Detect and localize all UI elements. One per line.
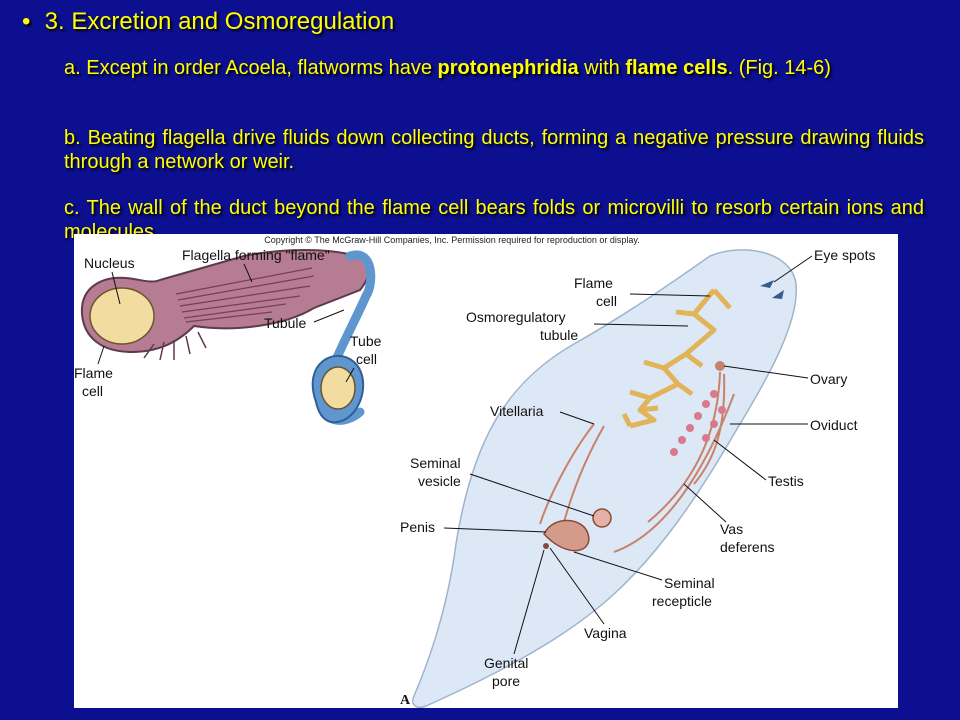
label-tube-cell-line2: cell (356, 351, 377, 367)
label-vagina: Vagina (584, 625, 627, 641)
label-flagella: Flagella forming "flame" (182, 247, 330, 263)
paragraph-a-end: . (Fig. 14-6) (727, 57, 831, 79)
label-worm-flame-cell-line2: cell (596, 293, 617, 309)
bullet-icon: • (22, 8, 31, 35)
leader-tubule (313, 309, 345, 323)
label-worm-flame-cell-line1: Flame (574, 275, 613, 291)
flame-cell-nucleus (89, 287, 155, 345)
leader-ovary (723, 365, 809, 379)
term-protonephridia: protonephridia (437, 57, 579, 79)
flame-cell-diagram: Nucleus Flagella forming "flame" Tubule … (74, 247, 382, 425)
leader-seminal-recepticle (573, 551, 663, 581)
paragraph-b: b. Beating flagella drive fluids down co… (64, 127, 924, 173)
leader-vagina (549, 547, 605, 625)
leader-worm-flame-cell (629, 293, 711, 297)
label-penis: Penis (400, 519, 435, 535)
label-eye-spots: Eye spots (814, 247, 875, 263)
leader-flagella (243, 263, 253, 283)
label-ovary: Ovary (810, 371, 847, 387)
panel-letter: A (400, 693, 411, 708)
paragraph-a-text: a. Except in order Acoela, flatworms hav… (64, 57, 438, 79)
label-tubule: Tubule (264, 315, 307, 331)
leader-flame-cell (97, 345, 105, 365)
label-vitellaria: Vitellaria (490, 403, 544, 419)
penis (543, 519, 590, 552)
copyright-notice: Copyright © The McGraw-Hill Companies, I… (264, 235, 640, 245)
label-osmoregulatory-line1: Osmoregulatory (466, 309, 566, 325)
leader-eye-spots (773, 255, 813, 283)
label-seminal-vesicle-line1: Seminal (410, 455, 461, 471)
label-vas-deferens-line2: deferens (720, 539, 774, 555)
term-flame-cells: flame cells (625, 57, 728, 79)
label-seminal-vesicle-line2: vesicle (418, 473, 461, 489)
vitelline-ducts (539, 393, 735, 553)
paragraph-a-mid: with (578, 57, 626, 79)
testis-follicles (670, 390, 726, 456)
cell-processes (143, 331, 207, 361)
flatworm-illustration: Nucleus Flagella forming "flame" Tubule … (74, 247, 875, 708)
heading-text: 3. Excretion and Osmoregulation (44, 8, 395, 35)
label-tube-cell-line1: Tube (350, 333, 382, 349)
flagella-bundle (175, 267, 315, 323)
leader-genital-pore (513, 549, 545, 655)
label-oviduct: Oviduct (810, 417, 858, 433)
label-seminal-recepticle-line1: Seminal (664, 575, 715, 591)
label-testis: Testis (768, 473, 804, 489)
leader-tube-cell (345, 367, 355, 383)
leader-seminal-vesicle (469, 473, 595, 517)
genital-pore (543, 543, 549, 549)
slide-heading: • 3. Excretion and Osmoregulation (22, 8, 394, 36)
label-flame-cell-line2: cell (82, 383, 103, 399)
leader-vitellaria (559, 411, 595, 425)
seminal-vesicle (592, 508, 612, 528)
leader-testis (713, 439, 767, 481)
planarian-diagram: Flame cell Osmoregulatory tubule Eye spo… (400, 247, 875, 708)
leader-osmoregulatory (593, 323, 689, 327)
leader-nucleus (111, 271, 121, 305)
label-osmoregulatory-line2: tubule (540, 327, 578, 343)
eye-spots-icon (760, 280, 784, 299)
oviduct (647, 371, 726, 523)
leader-vas-deferens (683, 483, 727, 523)
label-nucleus: Nucleus (84, 255, 135, 271)
leader-penis (443, 527, 547, 533)
label-genital-pore-line2: pore (492, 673, 520, 689)
tube-cell-nucleus (320, 366, 356, 410)
label-seminal-recepticle-line2: recepticle (652, 593, 712, 609)
label-genital-pore-line1: Genital (484, 655, 528, 671)
osmoregulatory-network (621, 288, 732, 429)
label-flame-cell-line1: Flame (74, 365, 113, 381)
ovary (715, 361, 725, 371)
paragraph-a: a. Except in order Acoela, flatworms hav… (64, 56, 924, 80)
label-vas-deferens-line1: Vas (720, 521, 743, 537)
